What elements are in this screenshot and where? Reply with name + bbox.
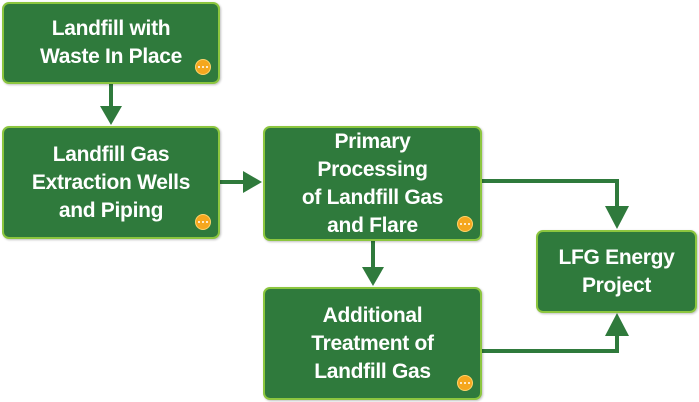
arrowhead-n3-n4	[605, 206, 629, 229]
node-label: Landfill with Waste In Place	[39, 17, 183, 68]
node-label: Primary Processing of Landfill Gas and F…	[301, 129, 444, 237]
edge-n3-n4	[482, 179, 619, 215]
node-lfg-energy-project[interactable]: LFG Energy Project	[536, 230, 697, 313]
ellipsis-circle-icon[interactable]	[457, 375, 473, 391]
node-label: LFG Energy Project	[558, 245, 675, 297]
node-landfill-waste-in-place[interactable]: Landfill with Waste In Place	[2, 2, 220, 84]
node-primary-processing[interactable]: Primary Processing of Landfill Gas and F…	[263, 126, 482, 241]
node-label: Landfill Gas Extraction Wells and Piping	[31, 142, 191, 222]
ellipsis-circle-icon[interactable]	[457, 216, 473, 232]
arrowhead-n5-n4	[605, 313, 629, 336]
arrowhead-n2-n3	[243, 171, 262, 193]
arrowhead-n3-n5	[362, 267, 384, 286]
node-label: Additional Treatment of Landfill Gas	[311, 303, 434, 383]
node-additional-treatment[interactable]: Additional Treatment of Landfill Gas	[263, 287, 482, 400]
arrowhead-n1-n2	[100, 106, 122, 125]
edge-n5-n4	[482, 327, 619, 353]
node-gas-extraction-wells[interactable]: Landfill Gas Extraction Wells and Piping	[2, 126, 220, 239]
ellipsis-circle-icon[interactable]	[195, 214, 211, 230]
ellipsis-circle-icon[interactable]	[195, 59, 211, 75]
